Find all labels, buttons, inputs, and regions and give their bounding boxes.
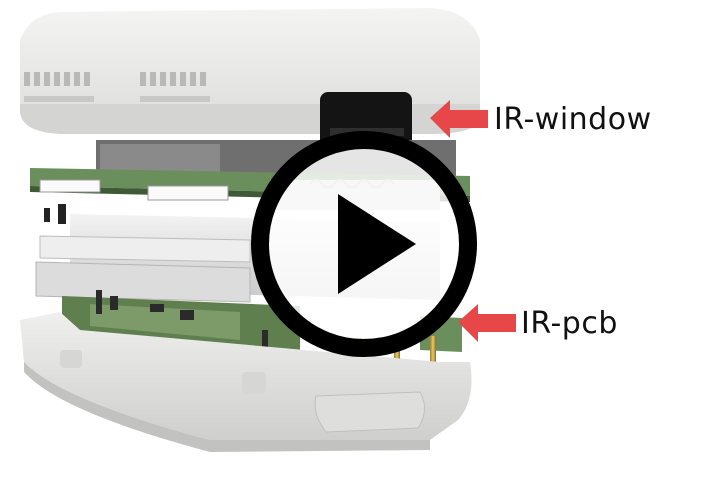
arrow-left-icon bbox=[430, 100, 488, 138]
ir-pcb-label: IR-pcb bbox=[521, 306, 618, 341]
arrow-left-icon bbox=[458, 304, 516, 342]
ir-window-label: IR-window bbox=[494, 102, 652, 137]
bottom-enclosure bbox=[20, 312, 472, 452]
play-icon bbox=[251, 131, 477, 357]
play-button[interactable] bbox=[248, 128, 480, 360]
